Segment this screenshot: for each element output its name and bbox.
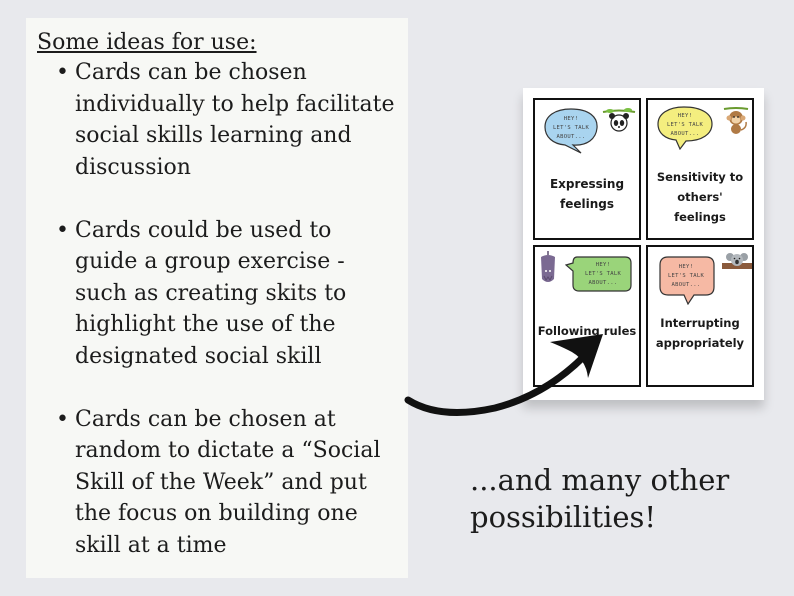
idea-text: Cards can be chosen individually to help… <box>75 60 395 180</box>
card-title: Following rules <box>537 324 637 338</box>
bubble-text: HEY! LET'S TALK ABOUT... <box>584 262 622 286</box>
speech-bubble-icon <box>657 106 713 150</box>
card-title: Expressing feelings <box>549 177 625 211</box>
panel-title: Some ideas for use: <box>37 30 257 55</box>
bullet-icon: • <box>56 217 69 243</box>
tagline: ...and many other possibilities! <box>470 463 730 534</box>
bubble-text: HEY! LET'S TALK ABOUT... <box>667 264 705 288</box>
card-interrupting: HEY! LET'S TALK ABOUT... Interrupting ap… <box>646 245 754 387</box>
monkey-icon <box>723 107 749 134</box>
card-sensitivity: HEY! LET'S TALK ABOUT... Sensitivity to … <box>646 98 754 240</box>
speech-bubble-icon <box>544 108 598 154</box>
ideas-panel: Some ideas for use: • Cards can be chose… <box>26 18 408 578</box>
speech-bubble-icon <box>659 256 715 305</box>
curved-arrow-icon <box>404 334 603 416</box>
card-expressing-feelings: HEY! LET'S TALK ABOUT... Expressing feel… <box>533 98 641 240</box>
bullet-icon: • <box>56 406 69 432</box>
card-title: Interrupting appropriately <box>655 316 745 350</box>
ideas-list: • Cards can be chosen individually to he… <box>37 57 400 561</box>
idea-item: • Cards could be used to guide a group e… <box>37 215 400 373</box>
card-sheet-preview: HEY! LET'S TALK ABOUT... Expressing feel… <box>523 88 764 400</box>
card-title: Sensitivity to others' feelings <box>656 170 744 224</box>
koala-icon <box>722 253 752 269</box>
idea-item: • Cards can be chosen individually to he… <box>37 57 400 183</box>
idea-item: • Cards can be chosen at random to dicta… <box>37 404 400 562</box>
speech-bubble-icon <box>565 256 632 292</box>
bullet-icon: • <box>56 60 69 85</box>
card-following-rules: HEY! LET'S TALK ABOUT... Following rules <box>533 245 641 387</box>
bat-icon <box>541 251 555 282</box>
panda-icon <box>602 108 636 132</box>
bubble-text: HEY! LET'S TALK ABOUT... <box>666 113 704 137</box>
idea-text: Cards can be chosen at random to dictate… <box>75 406 381 558</box>
bubble-text: HEY! LET'S TALK ABOUT... <box>552 116 590 140</box>
idea-text: Cards could be used to guide a group exe… <box>75 217 347 369</box>
